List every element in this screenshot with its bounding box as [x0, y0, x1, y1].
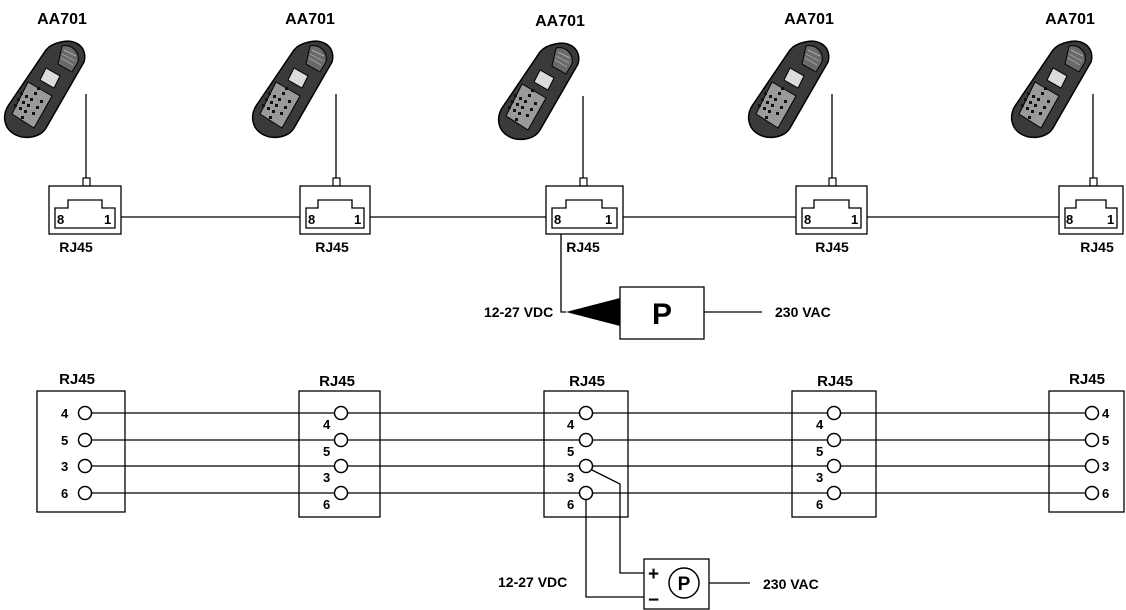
dc-label: 12-27 VDC	[484, 304, 553, 320]
handset-icon	[1010, 40, 1093, 139]
cable-plug	[1089, 177, 1098, 187]
rj45-jack: 8 1	[1058, 185, 1124, 235]
svg-text:1: 1	[1107, 212, 1114, 227]
plus-sign: +	[648, 564, 659, 585]
handset-label: AA701	[285, 11, 335, 28]
svg-text:1: 1	[605, 212, 612, 227]
block-title: RJ45	[59, 371, 95, 388]
supply-symbol: P	[678, 574, 691, 595]
svg-text:3: 3	[323, 470, 330, 485]
handset-label: AA701	[784, 11, 834, 28]
connector-label: RJ45	[315, 239, 349, 255]
negative-wire	[585, 499, 644, 598]
rj45-jack: 8 1	[48, 185, 122, 235]
rj45-jack: 8 1	[795, 185, 868, 235]
handset-icon	[497, 42, 580, 141]
ac-label: 230 VAC	[763, 576, 819, 592]
svg-text:4: 4	[567, 417, 575, 432]
wiring-block-3: RJ45 4 5 3 6	[543, 373, 629, 518]
connector-label: RJ45	[815, 239, 849, 255]
power-supply-box	[619, 286, 705, 340]
block-title: RJ45	[817, 373, 853, 390]
handset-icon	[3, 40, 86, 139]
svg-text:5: 5	[61, 433, 68, 448]
svg-text:3: 3	[567, 470, 574, 485]
arrow-icon	[566, 298, 620, 326]
svg-text:1: 1	[354, 212, 361, 227]
svg-text:1: 1	[851, 212, 858, 227]
svg-text:6: 6	[816, 497, 823, 512]
bottom-power-supply: + − P 12-27 VDC 230 VAC	[498, 469, 819, 610]
cable-plug	[332, 177, 341, 187]
svg-text:5: 5	[567, 444, 574, 459]
svg-text:6: 6	[567, 497, 574, 512]
svg-text:3: 3	[1102, 459, 1109, 474]
cable-plug	[579, 177, 588, 187]
cable-plug	[82, 177, 91, 187]
handset-icon	[747, 40, 830, 139]
positive-wire	[591, 469, 644, 574]
svg-text:8: 8	[308, 212, 315, 227]
svg-text:5: 5	[1102, 433, 1109, 448]
handset-label: AA701	[1045, 11, 1095, 28]
svg-text:4: 4	[61, 406, 69, 421]
handset-unit-5: AA701 8 1 RJ45	[1010, 11, 1124, 255]
wiring-block-5: RJ45 4 5 3 6	[1048, 371, 1125, 513]
svg-text:3: 3	[816, 470, 823, 485]
svg-text:8: 8	[554, 212, 561, 227]
rj45-jack: 8 1	[299, 185, 371, 235]
svg-text:8: 8	[57, 212, 64, 227]
handset-unit-4: AA701 8 1 RJ45	[747, 11, 868, 255]
svg-text:6: 6	[323, 497, 330, 512]
power-feed-wire	[560, 234, 566, 313]
svg-text:4: 4	[1102, 406, 1110, 421]
svg-text:8: 8	[1066, 212, 1073, 227]
connector-label: RJ45	[59, 239, 93, 255]
wiring-block-4: RJ45 4 5 3 6	[791, 373, 877, 518]
svg-text:4: 4	[323, 417, 331, 432]
supply-circle	[668, 567, 700, 599]
handset-unit-2: AA701 8 1 RJ45	[251, 11, 371, 255]
minus-sign: −	[648, 590, 659, 610]
svg-text:6: 6	[1102, 486, 1109, 501]
block-title: RJ45	[1069, 371, 1105, 388]
connector-label: RJ45	[1080, 239, 1114, 255]
svg-text:8: 8	[804, 212, 811, 227]
connector-label: RJ45	[566, 239, 600, 255]
svg-text:4: 4	[816, 417, 824, 432]
handset-unit-1: AA701 8 1 RJ45	[3, 11, 122, 255]
svg-text:5: 5	[816, 444, 823, 459]
handset-label: AA701	[37, 11, 87, 28]
block-title: RJ45	[319, 373, 355, 390]
rj45-jack: 8 1	[545, 185, 624, 235]
svg-text:5: 5	[323, 444, 330, 459]
handset-label: AA701	[535, 13, 585, 30]
top-power-supply: P 12-27 VDC 230 VAC	[484, 234, 831, 340]
block-title: RJ45	[569, 373, 605, 390]
wiring-block-1: RJ45 4 5 3 6	[36, 371, 126, 513]
cable-plug	[828, 177, 837, 187]
dc-label: 12-27 VDC	[498, 574, 567, 590]
svg-text:3: 3	[61, 459, 68, 474]
wiring-block-2: RJ45 4 5 3 6	[298, 373, 381, 518]
handset-unit-3: AA701 8 1 RJ45	[497, 13, 624, 255]
svg-text:6: 6	[61, 486, 68, 501]
supply-symbol: P	[652, 298, 672, 331]
handset-icon	[251, 40, 334, 139]
svg-text:1: 1	[104, 212, 111, 227]
ac-label: 230 VAC	[775, 304, 831, 320]
